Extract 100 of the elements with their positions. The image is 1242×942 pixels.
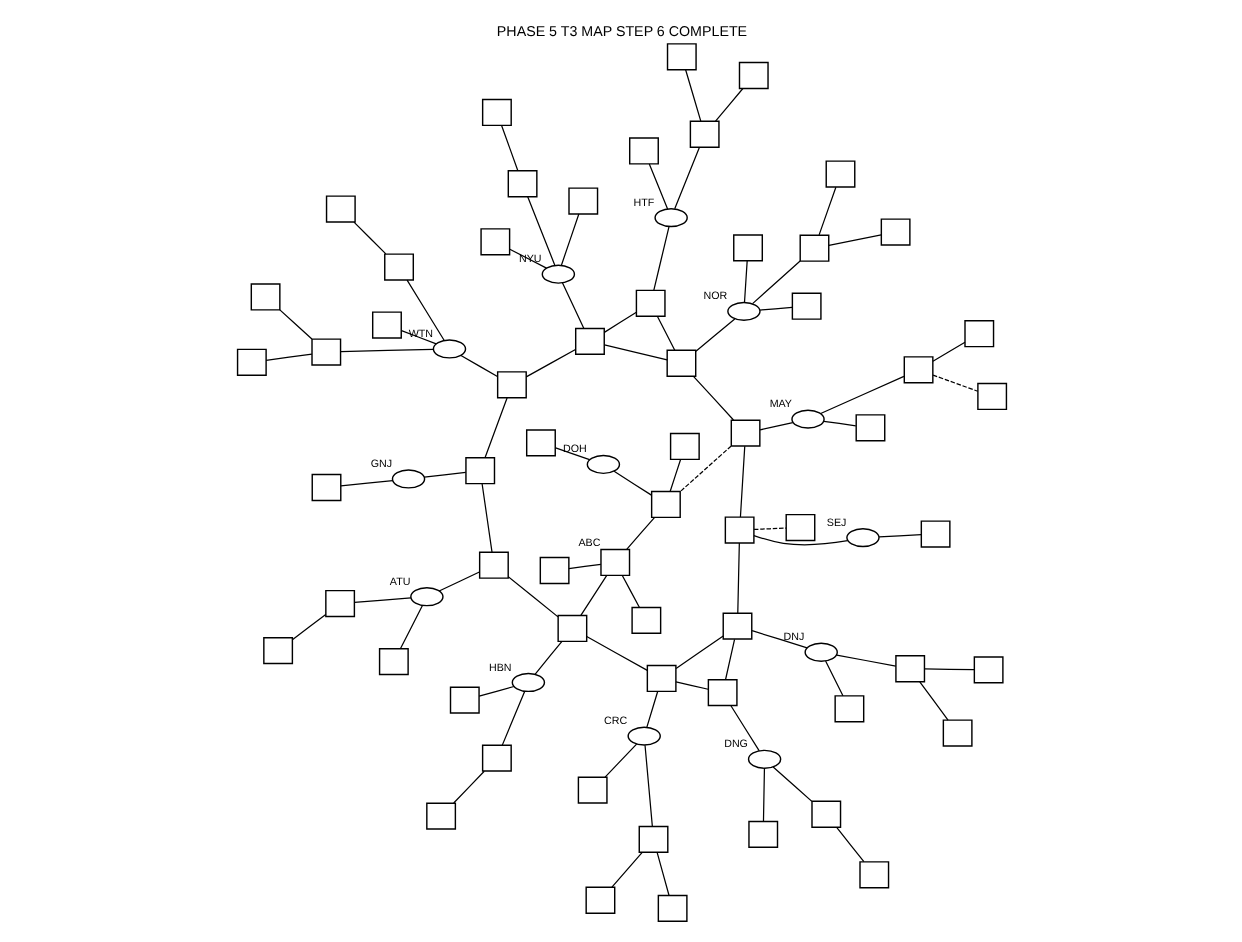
node-ellipse xyxy=(726,301,760,321)
connector xyxy=(729,705,759,752)
node-box xyxy=(599,548,630,577)
connector xyxy=(602,311,637,333)
node-box xyxy=(377,648,408,676)
connector xyxy=(835,826,864,863)
node-box xyxy=(656,894,687,923)
node-box xyxy=(524,429,555,457)
node-box xyxy=(645,664,676,693)
node-ellipse xyxy=(845,527,879,548)
node-box xyxy=(567,187,598,215)
node-box xyxy=(919,520,950,548)
connector xyxy=(643,744,652,827)
connector xyxy=(506,576,558,618)
connector xyxy=(652,225,669,291)
connector xyxy=(723,638,735,681)
connector xyxy=(477,685,514,697)
node-box xyxy=(576,776,607,804)
node-box xyxy=(630,606,661,635)
node-box xyxy=(324,589,355,618)
node-box xyxy=(902,356,933,384)
node-ellipse xyxy=(653,208,687,228)
connector xyxy=(647,163,668,210)
node-ellipse xyxy=(431,339,466,359)
connector xyxy=(822,420,856,427)
node-box xyxy=(784,513,815,542)
connector xyxy=(674,635,723,670)
node-box xyxy=(976,382,1007,411)
connector xyxy=(612,470,652,496)
node-box xyxy=(464,457,495,485)
connector xyxy=(339,348,433,353)
connector xyxy=(674,681,708,690)
connector xyxy=(752,527,786,531)
node-box xyxy=(668,432,699,461)
connector xyxy=(771,766,812,803)
connector xyxy=(877,534,921,538)
node-box xyxy=(941,719,972,747)
node-ellipse xyxy=(409,587,443,607)
connector xyxy=(645,690,658,728)
node-ellipse xyxy=(626,726,660,746)
connector xyxy=(673,146,700,210)
connector xyxy=(290,613,326,641)
node-box xyxy=(747,820,778,849)
connector xyxy=(398,604,423,650)
connector xyxy=(278,309,312,340)
connector xyxy=(750,260,800,305)
node-box xyxy=(723,516,754,544)
connector xyxy=(567,563,601,570)
connector xyxy=(603,743,637,778)
node-box xyxy=(383,253,413,281)
node-ellipse xyxy=(790,409,824,429)
node-box xyxy=(854,414,885,442)
node-box xyxy=(963,320,994,348)
connector xyxy=(750,630,807,649)
connector xyxy=(742,260,747,303)
node-box xyxy=(477,551,508,579)
connector xyxy=(480,483,492,553)
node-box xyxy=(879,218,910,246)
connector xyxy=(758,306,792,311)
connector xyxy=(752,534,848,546)
node-box xyxy=(556,614,587,643)
connector xyxy=(554,447,590,461)
connector xyxy=(579,574,607,617)
node-box xyxy=(858,861,889,889)
connector xyxy=(713,87,743,122)
node-box xyxy=(721,612,752,640)
connector xyxy=(655,851,669,896)
node-box xyxy=(310,473,341,502)
node-box xyxy=(371,311,401,339)
node-box xyxy=(495,371,526,399)
connector xyxy=(738,445,745,518)
connector xyxy=(399,330,436,345)
connector xyxy=(678,445,731,493)
connector xyxy=(835,654,896,667)
connector xyxy=(918,681,948,721)
connector xyxy=(559,213,579,266)
connector xyxy=(339,480,393,487)
node-box xyxy=(235,348,266,376)
node-box xyxy=(649,490,680,519)
connector xyxy=(352,221,386,255)
connector xyxy=(483,397,507,459)
node-ellipse xyxy=(803,642,837,662)
connector xyxy=(437,571,479,592)
node-box xyxy=(798,234,829,262)
connector xyxy=(922,668,974,671)
node-box xyxy=(737,61,768,90)
node-box xyxy=(810,800,841,828)
node-box xyxy=(972,656,1003,684)
node-ellipse xyxy=(540,264,575,284)
connector xyxy=(620,574,639,608)
node-box xyxy=(637,825,668,853)
node-box xyxy=(262,636,293,665)
node-box xyxy=(688,120,719,148)
node-box xyxy=(249,283,280,311)
connector xyxy=(610,851,642,888)
node-box xyxy=(894,655,925,683)
connector xyxy=(585,635,647,672)
connector xyxy=(264,353,312,361)
connector xyxy=(452,770,484,804)
connector xyxy=(422,471,466,478)
